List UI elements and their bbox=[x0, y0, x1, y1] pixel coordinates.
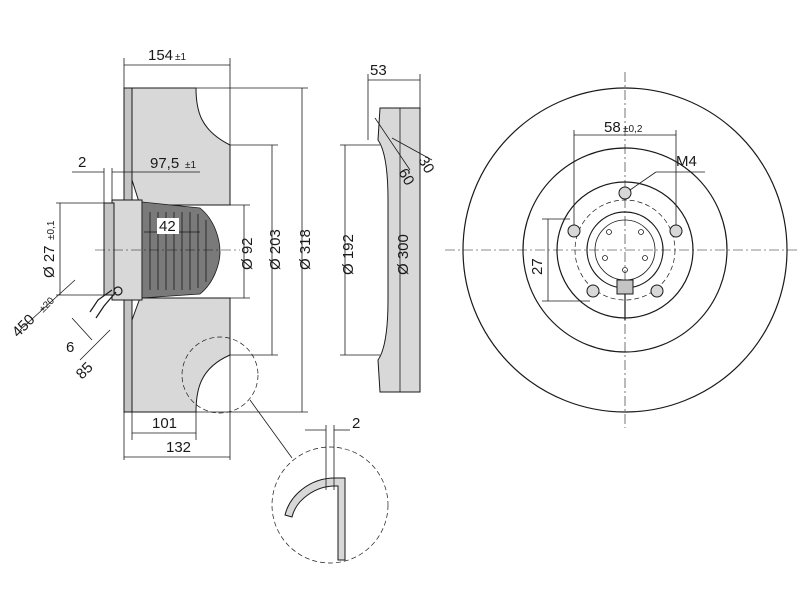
dim-shaft-dia: Ø 27 bbox=[41, 245, 58, 278]
side-view: 154 ±1 2 97,5 ±1 42 Ø 27 ±0,1 450 ±20 6 … bbox=[9, 47, 314, 460]
detail-circle bbox=[271, 446, 389, 564]
dim-mount-offset: 2 bbox=[78, 154, 86, 171]
front-view: 58 ±0,2 M4 27 bbox=[445, 72, 800, 428]
detail-leader bbox=[249, 399, 293, 459]
dim-bolt-spacing: 58 bbox=[604, 119, 621, 136]
dim-ring-width: 53 bbox=[370, 62, 387, 79]
dim-wall-thickness: 2 bbox=[352, 415, 360, 432]
dim-dia-92: Ø 92 bbox=[239, 237, 256, 270]
detail-profile bbox=[284, 477, 346, 561]
dim-motor-length-tol: ±1 bbox=[185, 160, 196, 171]
cable bbox=[89, 289, 113, 313]
dim-cable-strip: 6 bbox=[66, 339, 74, 356]
dim-bolt-spacing-tol: ±0,2 bbox=[623, 124, 643, 135]
detail-circle-side bbox=[181, 336, 259, 414]
dim-overall-length-tol: ±1 bbox=[175, 52, 186, 63]
mount-bolts bbox=[567, 186, 683, 298]
dim-cable-length: 450 bbox=[9, 311, 39, 341]
lower-blade bbox=[131, 297, 231, 413]
dim-dia-300: Ø 300 bbox=[395, 234, 412, 275]
motor-flange bbox=[103, 202, 115, 296]
dim-dia-318: Ø 318 bbox=[297, 229, 314, 270]
dim-dia-192: Ø 192 bbox=[340, 234, 357, 275]
dim-cable-length-tol: ±20 bbox=[37, 295, 57, 315]
dim-bolt-offset: 27 bbox=[529, 258, 546, 275]
dim-base-depth: 132 bbox=[166, 439, 191, 456]
dim-cable-end: 85 bbox=[73, 359, 97, 383]
dim-dia-203: Ø 203 bbox=[267, 229, 284, 270]
motor-face-holes bbox=[602, 229, 648, 273]
dim-shaft-dia-tol: ±0,1 bbox=[46, 220, 57, 240]
dim-hub-width: 42 bbox=[159, 218, 176, 235]
dim-motor-length: 97,5 bbox=[150, 155, 179, 172]
inlet-ring-view: 53 30 60 Ø 192 Ø 300 bbox=[340, 62, 438, 393]
inlet-ring bbox=[377, 107, 421, 393]
dim-overall-length: 154 bbox=[148, 47, 173, 64]
dim-angle-30: 30 bbox=[415, 154, 438, 177]
terminal-box bbox=[616, 279, 634, 295]
upper-blade bbox=[131, 87, 231, 206]
detail-view: 2 bbox=[271, 415, 389, 564]
thread-callout: M4 bbox=[676, 153, 697, 170]
dim-inlet-depth: 101 bbox=[152, 415, 177, 432]
